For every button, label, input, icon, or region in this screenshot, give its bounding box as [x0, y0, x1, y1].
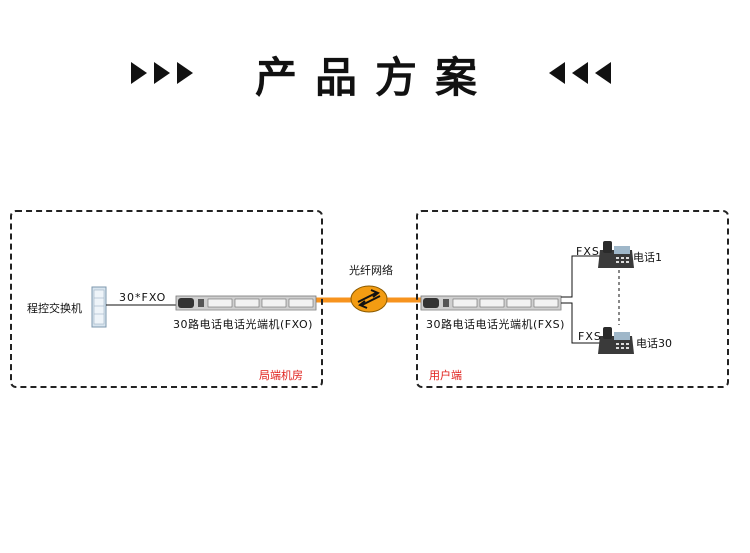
fxs-top-line [561, 255, 604, 298]
office-room-label: 局端机房 [259, 369, 303, 382]
phone-1-label: 电话1 [633, 251, 662, 264]
fiber-network-icon [350, 285, 388, 313]
fiber-network-label: 光纤网络 [349, 264, 393, 277]
phone-30-icon [598, 327, 634, 354]
left-arrows-icon [549, 62, 611, 84]
exchange-label: 程控交换机 [27, 302, 82, 315]
office-room-box [10, 210, 323, 388]
phone-30-label: 电话30 [636, 337, 672, 350]
fxo-link-label: 30*FXO [119, 291, 167, 304]
office-optical-terminal-icon [175, 295, 317, 311]
fxs-bottom-label: FXS [578, 330, 602, 343]
fxs-top-label: FXS [576, 245, 600, 258]
user-room-box [416, 210, 729, 388]
user-optical-terminal-icon [420, 295, 562, 311]
right-arrows-icon [131, 62, 193, 84]
office-device-label: 30路电话电话光端机(FXO) [173, 318, 313, 331]
exchange-cabinet-icon [91, 286, 107, 328]
phone-1-icon [598, 241, 634, 268]
user-device-label: 30路电话电话光端机(FXS) [426, 318, 565, 331]
fxs-bottom-line [561, 302, 604, 344]
page-title: 产品方案 [254, 53, 495, 102]
user-room-label: 用户端 [429, 369, 462, 382]
